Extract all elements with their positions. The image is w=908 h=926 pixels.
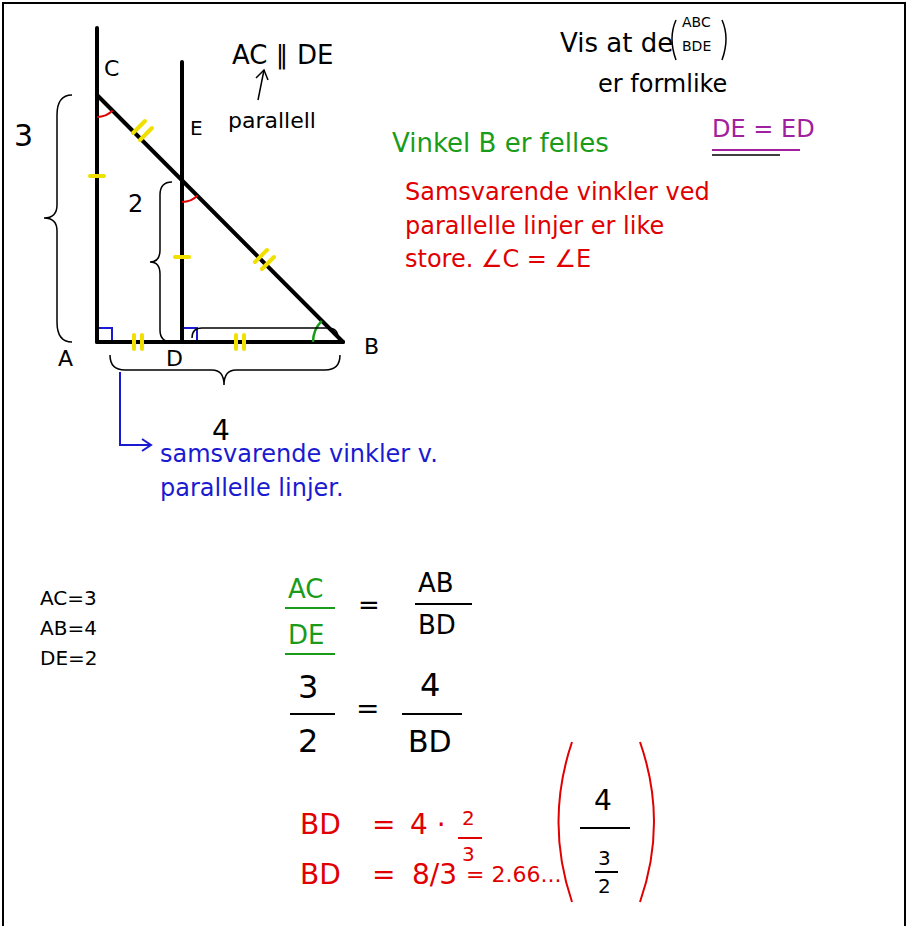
text-label: AC=3: [40, 586, 97, 610]
text-label: 4 ·: [410, 808, 446, 842]
angle-arc: [313, 321, 322, 342]
text-label: BDE: [682, 38, 711, 55]
fraction-bars: [290, 604, 630, 872]
text-label: BD: [300, 808, 341, 842]
text-label: 3: [14, 118, 33, 154]
text-label: Samsvarende vinkler ved parallelle linje…: [405, 176, 725, 277]
page-frame: [3, 3, 905, 926]
text-label: Vis at de: [560, 28, 673, 59]
text-label: B: [364, 334, 379, 360]
tick-marks: [90, 121, 274, 349]
underlines: [285, 608, 335, 654]
text-label: =: [372, 808, 395, 842]
text-label: DE = ED: [712, 115, 815, 144]
text-label: AC ∥ DE: [232, 40, 333, 71]
text-label: BD: [418, 610, 456, 641]
parentheses: [559, 742, 655, 902]
text-label: =: [358, 590, 380, 621]
text-label: Vinkel B er felles: [392, 128, 609, 159]
text-label: AC: [288, 574, 323, 605]
text-label: 8/3: [412, 858, 457, 892]
text-label: C: [104, 56, 119, 82]
text-label: E: [190, 116, 203, 140]
text-label: 2: [298, 722, 318, 760]
text-label: 4: [420, 666, 440, 704]
text-label: 3: [598, 846, 611, 870]
text-label: 3: [298, 668, 318, 706]
text-label: BD: [300, 858, 341, 892]
underline: [712, 154, 780, 156]
pointer-arrow: [120, 372, 151, 451]
right-angle-marks: [99, 328, 197, 340]
text-label: AB: [418, 568, 454, 599]
text-label: BD: [408, 724, 452, 760]
text-label: DE=2: [40, 646, 98, 670]
text-label: =: [372, 858, 395, 892]
text-label: AB=4: [40, 616, 97, 640]
text-label: 4: [594, 784, 612, 818]
text-label: =: [356, 692, 379, 726]
text-label: parallell: [228, 108, 316, 134]
text-label: er formlike: [598, 70, 727, 99]
text-label: DE: [288, 620, 324, 651]
text-label: samsvarende vinkler v. parallelle linjer…: [160, 438, 550, 505]
text-label: D: [166, 346, 183, 372]
underline: [712, 149, 800, 151]
text-label: A: [58, 346, 73, 372]
text-label: = 2.66...: [466, 862, 561, 888]
brackets: [44, 95, 340, 385]
fraction-bar: [458, 837, 482, 839]
angle-arcs: [97, 111, 198, 203]
text-label: 2: [128, 190, 143, 219]
text-label: 2: [462, 806, 475, 830]
text-label: ABC: [682, 14, 711, 31]
triangle-lines: [97, 28, 343, 342]
text-label: 2: [598, 874, 611, 898]
